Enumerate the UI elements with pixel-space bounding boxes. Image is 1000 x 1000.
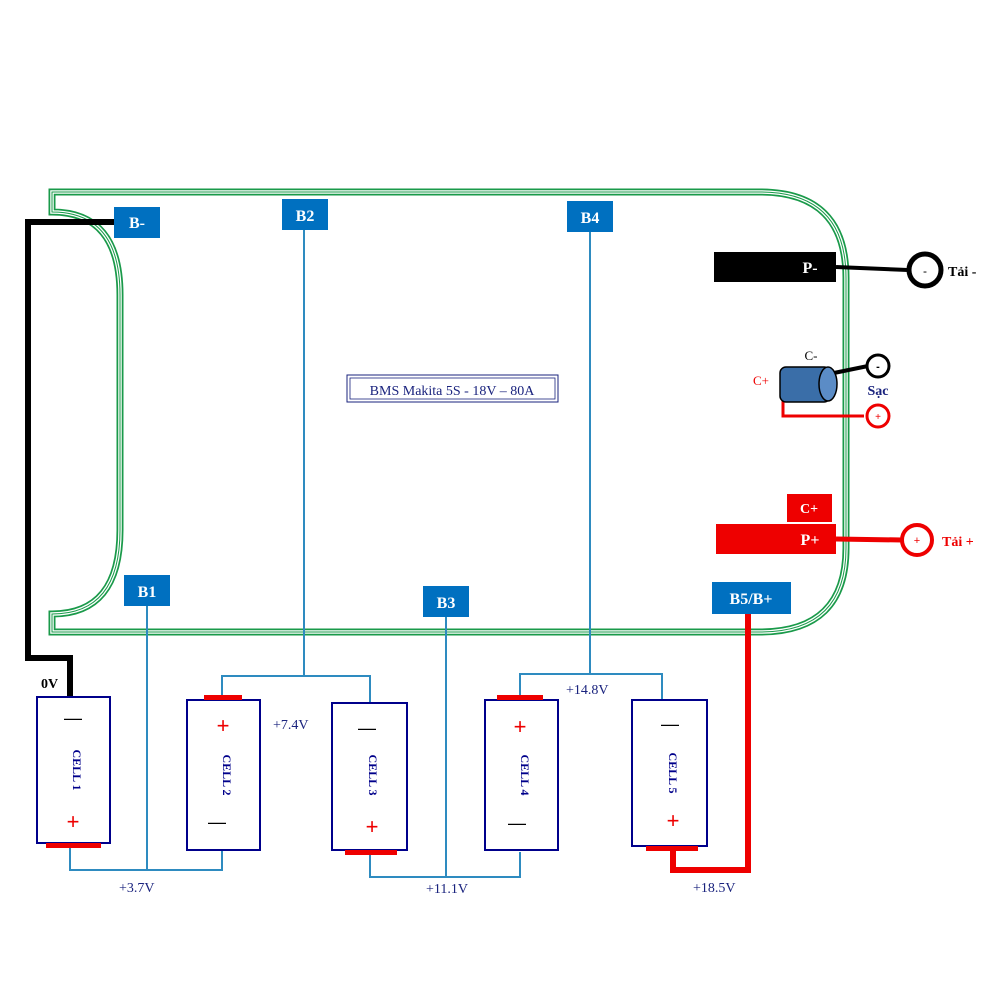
charge-plus-terminal: [865, 403, 891, 429]
pad-b5: B5/B+: [712, 582, 791, 614]
cell-4: + — CELL 4: [484, 695, 559, 851]
load-plus-symbol: +: [914, 535, 920, 547]
pad-b3-label: B3: [437, 595, 456, 612]
cell-2-label: CELL 2: [220, 754, 234, 795]
positive-wire: [670, 614, 751, 873]
charge-minus-terminal: [865, 353, 891, 379]
p-plus-label: P+: [801, 532, 820, 549]
charge-plus-label: C+: [753, 373, 769, 388]
charge-minus-label: C-: [805, 348, 818, 363]
pad-b1: B1: [124, 575, 170, 606]
charge-plus-symbol: +: [875, 412, 881, 423]
charge-minus-symbol: -: [876, 361, 880, 373]
p-minus-label: P-: [802, 260, 817, 277]
cell-5-bottom-sign: +: [667, 808, 680, 833]
cell-5-top-sign: —: [661, 714, 679, 734]
c-plus-pad: C+: [787, 494, 832, 522]
voltage-14-8v: +14.8V: [566, 683, 609, 698]
cell-4-bottom-sign: —: [508, 813, 526, 833]
pad-b3: B3: [423, 586, 469, 617]
voltage-0v: 0V: [41, 677, 58, 692]
cell-3-bottom-sign: +: [366, 814, 379, 839]
voltage-11-1v: +11.1V: [426, 882, 468, 897]
cell-1-top-sign: —: [64, 708, 82, 728]
p-plus-terminal: P+ + Tải +: [716, 523, 974, 557]
diagram-title: BMS Makita 5S - 18V – 80A: [370, 384, 536, 399]
cell-1: — + CELL 1: [36, 696, 111, 848]
cell-4-label: CELL 4: [518, 754, 532, 795]
load-minus-terminal: [906, 251, 944, 289]
cell-5-label: CELL 5: [666, 752, 680, 793]
voltage-labels: 0V +3.7V +7.4V +11.1V +14.8V +18.5V: [41, 677, 736, 897]
title-box: BMS Makita 5S - 18V – 80A: [346, 374, 559, 403]
pad-b4-label: B4: [581, 210, 600, 227]
cell-2-bottom-sign: —: [208, 812, 226, 832]
load-minus-label: Tải -: [948, 265, 977, 280]
voltage-3-7v: +3.7V: [119, 881, 155, 896]
pad-b1-label: B1: [138, 584, 157, 601]
cell-2-top-sign: +: [217, 713, 230, 738]
cell-1-bottom-sign: +: [67, 809, 80, 834]
load-plus-label: Tải +: [942, 535, 974, 550]
load-minus-symbol: -: [923, 264, 927, 278]
cell-3-top-sign: —: [358, 718, 376, 738]
cell-2: + — CELL 2: [186, 695, 261, 851]
charge-label: Sạc: [868, 384, 889, 399]
pad-b-minus-label: B-: [129, 215, 145, 232]
cell-5: — + CELL 5: [631, 699, 708, 851]
voltage-7-4v: +7.4V: [273, 718, 309, 733]
pad-b2: B2: [282, 199, 328, 230]
pad-b4: B4: [567, 201, 613, 232]
pad-b-minus: B-: [114, 207, 160, 238]
cell-4-top-sign: +: [514, 714, 527, 739]
cell-1-label: CELL 1: [70, 749, 84, 790]
cell-3-label: CELL 3: [366, 754, 380, 795]
cell-3: — + CELL 3: [331, 702, 408, 855]
voltage-18-5v: +18.5V: [693, 881, 736, 896]
load-plus-terminal: [900, 523, 934, 557]
pad-b5-label: B5/B+: [730, 591, 773, 608]
p-minus-terminal: P- - Tải -: [714, 251, 977, 289]
balance-wires: [69, 230, 663, 878]
charge-port: C- C+ - Sạc +: [753, 348, 891, 429]
pad-b2-label: B2: [296, 208, 315, 225]
negative-wire: [25, 219, 114, 697]
board-outline: [48, 188, 850, 636]
c-plus-pad-label: C+: [800, 502, 818, 517]
